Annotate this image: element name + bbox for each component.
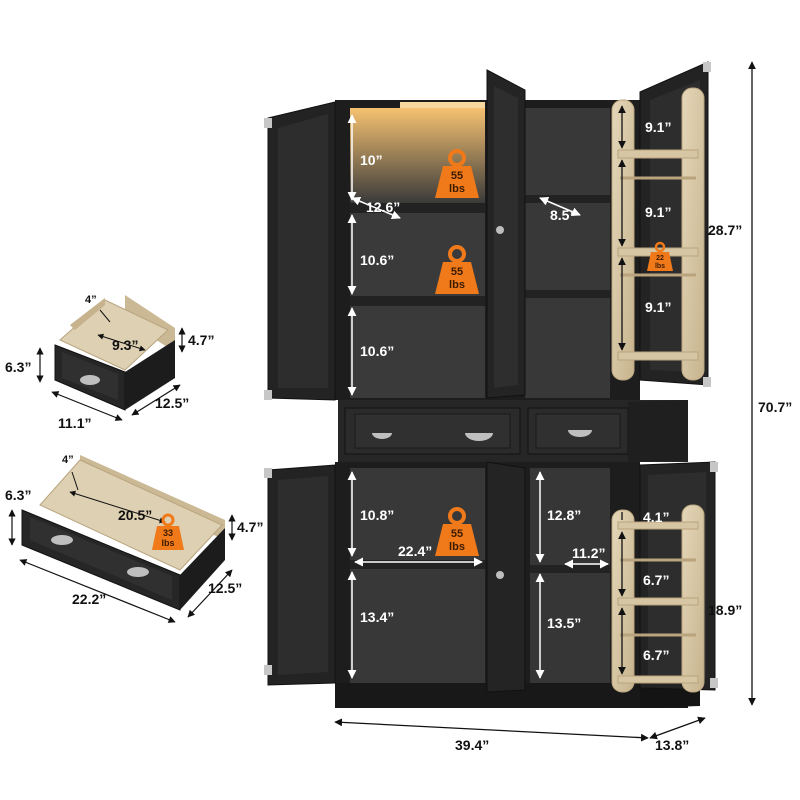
upper-middle-door-panel bbox=[494, 86, 518, 388]
upper-rack-height-2: 9.1” bbox=[645, 204, 671, 220]
upper-dimensions: 10” 10.6” 10.6” 12.6” 8.5” 9.1” 9.1” 9.1… bbox=[347, 105, 742, 396]
svg-text:lbs: lbs bbox=[161, 538, 174, 548]
lower-door-knob bbox=[496, 571, 504, 579]
lower-left-interior bbox=[350, 468, 485, 683]
svg-text:22: 22 bbox=[656, 255, 664, 262]
small-drawer-width: 11.1” bbox=[58, 415, 91, 431]
upper-shelf-height-1: 10” bbox=[360, 152, 383, 168]
drawer-left-panel bbox=[354, 413, 511, 449]
svg-text:55: 55 bbox=[451, 266, 463, 278]
lower-middle-door bbox=[486, 461, 526, 693]
upper-shelf-depth: 12.6” bbox=[366, 199, 400, 215]
lower-rack-height-2: 6.7” bbox=[643, 572, 669, 588]
upper-left-door-panel bbox=[278, 114, 328, 388]
large-drawer-side-height: 4.7” bbox=[237, 519, 263, 535]
hinge bbox=[710, 462, 718, 472]
small-drawer-back bbox=[70, 298, 105, 330]
main-cabinet bbox=[264, 61, 718, 708]
upper-door-knob bbox=[496, 226, 504, 234]
upper-right-shelf-1 bbox=[525, 195, 610, 203]
hinge bbox=[264, 665, 272, 675]
drawer-left-handle-2 bbox=[465, 433, 493, 441]
upper-right-interior bbox=[525, 108, 610, 398]
large-drawer-width: 22.2” bbox=[72, 591, 106, 607]
weight-badge-lower: 55 lbs bbox=[435, 507, 479, 556]
large-drawer-front-height: 6.3” bbox=[5, 487, 31, 503]
weight-badge-upper-1: 55 lbs bbox=[435, 149, 479, 198]
large-drawer-inner-width: 20.5” bbox=[118, 507, 152, 523]
svg-text:55: 55 bbox=[451, 170, 463, 182]
lower-right-shelf bbox=[530, 565, 610, 573]
overall-height: 70.7” bbox=[758, 399, 792, 415]
lower-left-door-panel bbox=[278, 476, 328, 675]
hinge bbox=[264, 390, 272, 400]
upper-right-shelf-2 bbox=[525, 290, 610, 298]
drawer-left-handle-1 bbox=[372, 433, 392, 439]
small-drawer-side-height: 4.7” bbox=[188, 332, 214, 348]
small-drawer-depth: 12.5” bbox=[155, 395, 189, 411]
svg-text:lbs: lbs bbox=[449, 183, 465, 195]
upper-shelf-height-3: 10.6” bbox=[360, 343, 394, 359]
lower-right-width: 11.2” bbox=[572, 545, 605, 561]
weight-badge-upper-rack: 22 lbs bbox=[647, 241, 673, 271]
overall-depth: 13.8” bbox=[655, 737, 689, 753]
svg-text:55: 55 bbox=[451, 528, 463, 540]
drawer-right-handle bbox=[568, 430, 592, 437]
upper-shelf-height-2: 10.6” bbox=[360, 252, 394, 268]
overall-width: 39.4” bbox=[455, 737, 489, 753]
upper-shelf-1 bbox=[350, 203, 485, 213]
large-drawer-depth: 12.5” bbox=[208, 580, 242, 596]
upper-rack-height-3: 9.1” bbox=[645, 299, 671, 315]
svg-text:lbs: lbs bbox=[655, 263, 665, 270]
svg-text:33: 33 bbox=[163, 528, 173, 538]
hinge bbox=[264, 118, 272, 128]
upper-rack-height-1: 9.1” bbox=[645, 119, 671, 135]
large-drawer-inner-height: 4” bbox=[62, 454, 74, 466]
hinge bbox=[703, 377, 711, 387]
weight-badge-large-drawer: 33 lbs bbox=[152, 513, 184, 550]
lower-left-height-2: 13.4” bbox=[360, 609, 394, 625]
hinge bbox=[703, 62, 711, 72]
hinge bbox=[264, 468, 272, 478]
drawer-band-side bbox=[628, 400, 688, 462]
lower-door-rack bbox=[611, 504, 705, 693]
svg-text:lbs: lbs bbox=[449, 541, 465, 553]
lower-rack-height-1: 4.1” bbox=[643, 509, 669, 525]
large-drawer-handle-2 bbox=[127, 567, 149, 577]
large-drawer: 4” 20.5” 4.7” 6.3” 22.2” 12.5” 33 lbs bbox=[5, 454, 263, 623]
small-drawer-front-height: 6.3” bbox=[5, 359, 31, 375]
lower-left-height-1: 10.8” bbox=[360, 507, 394, 523]
lower-dimensions: 10.8” 13.4” 22.4” 12.8” 13.5” 11.2” 4.1”… bbox=[347, 471, 742, 679]
small-drawer: 4” 9.3” 4.7” 6.3” 11.1” 12.5” bbox=[5, 294, 214, 431]
lower-rack-height-3: 6.7” bbox=[643, 647, 669, 663]
lower-right-height-2: 13.5” bbox=[547, 615, 581, 631]
led-light-strip bbox=[400, 102, 485, 108]
lower-right-height-1: 12.8” bbox=[547, 507, 581, 523]
lower-left-width: 22.4” bbox=[398, 543, 432, 559]
large-drawer-handle-1 bbox=[51, 535, 73, 545]
lower-rack-total: 18.9” bbox=[708, 602, 742, 618]
weight-badge-upper-2: 55 lbs bbox=[435, 245, 479, 294]
upper-shelf-2 bbox=[350, 296, 485, 306]
small-drawer-inner-width: 9.3” bbox=[112, 337, 138, 353]
overall-dimensions: 70.7” 39.4” 13.8” bbox=[334, 61, 792, 753]
lower-right-interior bbox=[530, 468, 610, 683]
upper-right-shelf-depth: 8.5” bbox=[550, 207, 576, 223]
small-drawer-inner-height: 4” bbox=[85, 294, 97, 306]
svg-text:lbs: lbs bbox=[449, 279, 465, 291]
hinge bbox=[710, 678, 718, 688]
upper-rack-total: 28.7” bbox=[708, 222, 742, 238]
small-drawer-handle bbox=[80, 375, 100, 385]
